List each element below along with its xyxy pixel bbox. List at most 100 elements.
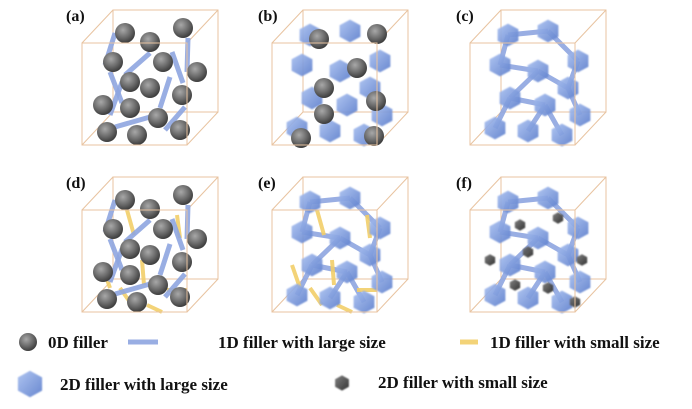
2d-large-filler-platelet [527, 59, 549, 83]
panel-label-c: (c) [456, 8, 474, 25]
legend-2d-large-swatch [17, 370, 43, 398]
0d-filler-sphere [314, 104, 334, 124]
0d-filler-sphere [148, 108, 168, 128]
2d-large-filler-platelet [497, 23, 519, 47]
panel-label-d: (d) [66, 175, 86, 192]
cube-edge [271, 176, 304, 211]
cube-edge [186, 111, 219, 146]
1d-small-filler-rod [290, 264, 302, 289]
panel-label-f: (f) [456, 175, 472, 192]
cube-edge [186, 9, 219, 44]
0d-filler-sphere [173, 185, 193, 205]
panel-label-e: (e) [258, 175, 276, 192]
1d-large-filler-rod [163, 272, 187, 299]
cube-edge [469, 9, 502, 44]
2d-large-filler-platelet [369, 216, 391, 240]
cube-edge [574, 111, 607, 146]
0d-filler-sphere [148, 275, 168, 295]
cube-front-face [81, 42, 188, 146]
0d-filler-sphere [140, 32, 160, 52]
0d-filler-sphere [97, 289, 117, 309]
0d-filler-sphere [120, 265, 140, 285]
cube-edge [376, 278, 409, 313]
panel-b [271, 9, 409, 148]
cube-edge [574, 176, 607, 211]
panel-d [81, 176, 219, 314]
0d-filler-sphere [103, 52, 123, 72]
cube-front-face [469, 42, 576, 146]
0d-filler-sphere [170, 287, 190, 307]
cube-front-face [271, 42, 378, 146]
0d-filler-sphere [93, 95, 113, 115]
1d-small-filler-rod [315, 209, 326, 236]
0d-filler-sphere [309, 29, 329, 49]
2d-large-filler-platelet [557, 76, 579, 100]
0d-filler-sphere [120, 239, 140, 259]
2d-large-filler-platelet [499, 253, 521, 277]
cube-edge [574, 9, 607, 44]
1d-small-filler-rod [330, 259, 336, 286]
2d-large-filler-platelet [567, 49, 589, 73]
legend-2d-small: 2D filler with small size [378, 373, 548, 392]
cube-edge [81, 111, 114, 146]
2d-large-filler-platelet [319, 119, 341, 143]
0d-filler-sphere [172, 85, 192, 105]
1d-large-filler-rod [107, 81, 125, 116]
2d-large-filler-platelet [329, 226, 351, 250]
2d-large-filler-platelet [484, 283, 506, 307]
2d-large-filler-platelet [299, 190, 321, 214]
legend-0d-filler: 0D filler [48, 333, 108, 352]
2d-large-filler-platelet [336, 260, 358, 284]
2d-large-filler-platelet [319, 286, 341, 310]
2d-large-filler-platelet [339, 19, 361, 43]
panel-label-a: (a) [66, 8, 85, 25]
0d-filler-sphere [170, 120, 190, 140]
0d-filler-sphere [120, 72, 140, 92]
legend-2d-large: 2D filler with large size [60, 375, 228, 394]
2d-small-filler-platelet [576, 254, 588, 266]
2d-large-filler-platelet [484, 116, 506, 140]
2d-large-filler-platelet [286, 283, 308, 307]
2d-large-filler-platelet [489, 53, 511, 77]
0d-filler-sphere [173, 18, 193, 38]
0d-filler-sphere [103, 219, 123, 239]
2d-large-filler-platelet [537, 19, 559, 43]
1d-large-filler-rod [123, 51, 152, 77]
2d-large-filler-platelet [339, 186, 361, 210]
2d-large-filler-platelet [353, 290, 375, 314]
2d-large-filler-platelet [291, 220, 313, 244]
panel-label-b: (b) [258, 8, 278, 25]
legend-2d-small-swatch [335, 375, 349, 391]
1d-small-filler-rod [140, 259, 146, 286]
0d-filler-sphere [172, 252, 192, 272]
1d-small-filler-rod [146, 303, 163, 314]
1d-large-filler-rod [107, 238, 125, 271]
0d-filler-sphere [127, 125, 147, 145]
2d-large-filler-platelet [489, 220, 511, 244]
0d-filler-sphere [115, 190, 135, 210]
2d-large-filler-platelet [557, 243, 579, 267]
cube-front-face [469, 209, 576, 313]
panel-c [469, 9, 607, 147]
cube-front-face [81, 209, 188, 313]
2d-small-filler-platelet [522, 246, 534, 258]
0d-filler-sphere [19, 333, 37, 351]
0d-filler-sphere [140, 245, 160, 265]
2d-large-filler-platelet [534, 260, 556, 284]
0d-filler-sphere [140, 78, 160, 98]
2d-large-filler-platelet [291, 53, 313, 77]
cube-front-face [271, 209, 378, 313]
2d-large-filler-platelet [329, 59, 351, 83]
0d-filler-sphere [291, 128, 311, 148]
0d-filler-sphere [364, 126, 384, 146]
2d-large-filler-platelet [569, 103, 591, 127]
2d-large-filler-platelet [517, 119, 539, 143]
1d-large-filler-rod [169, 51, 186, 84]
0d-filler-sphere [153, 219, 173, 239]
2d-small-filler-platelet [484, 254, 496, 266]
2d-large-filler-platelet [301, 253, 323, 277]
2d-large-filler-platelet [497, 190, 519, 214]
1d-large-filler-rod [157, 76, 173, 109]
